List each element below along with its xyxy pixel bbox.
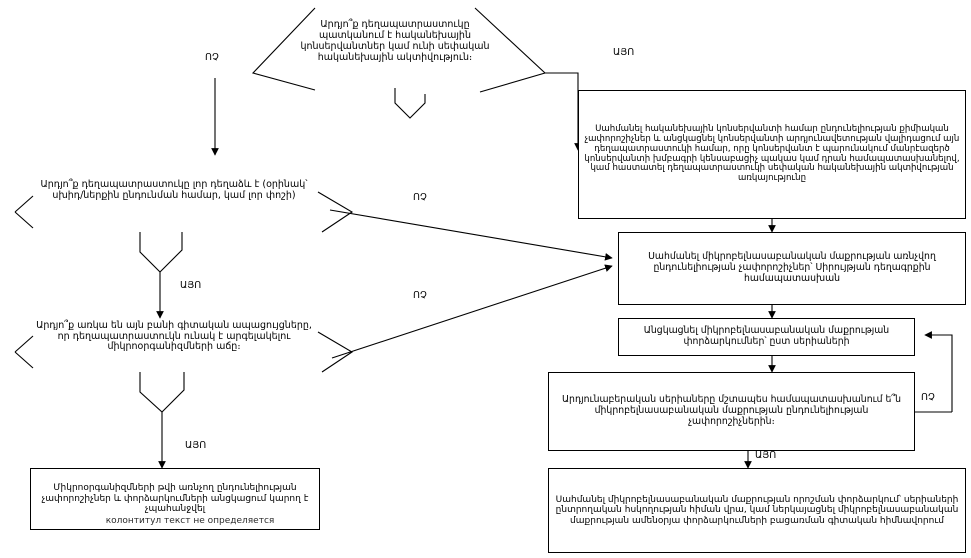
edge-label-no-4: ՈՉ xyxy=(921,392,935,403)
decision1-left-edge xyxy=(251,7,316,91)
decision1-bottom-vee xyxy=(394,88,426,119)
edge-label-no-3-text: ՈՉ xyxy=(413,290,427,301)
edge-yes-1 xyxy=(545,72,582,151)
edge-label-no-2-text: ՈՉ xyxy=(413,192,427,203)
decision3-text: Արդյո՞ք առկա են այն բանի գիտական ապացույ… xyxy=(36,319,312,353)
edge-label-yes-2-text: ԱՅՈ xyxy=(180,280,202,291)
process-box-microbiological-purity-criteria: Սահմանել միկրոբելնասաբանական մաքրության … xyxy=(618,232,966,305)
edge-label-no-1-text: ՈՉ xyxy=(205,52,219,63)
box5-text: Սահմանել միկրոբելնասաբանական մաքրության … xyxy=(555,494,959,526)
edge-label-no-3: ՈՉ xyxy=(413,290,427,301)
edge-label-yes-3: ԱՅՈ xyxy=(185,440,206,451)
edge-label-yes-1-text: ԱՅՈ xyxy=(613,47,635,58)
decision2-left-tip-a xyxy=(14,195,34,213)
decision2-text: Արդյո՞ք դեղապատրաստուկը լոր դեղաձև է (օր… xyxy=(40,179,308,201)
decision2-left-tip-b xyxy=(14,211,34,229)
decision3-right-tip xyxy=(317,331,354,373)
edge-label-yes-2: ԱՅՈ xyxy=(180,280,201,291)
decision-node-antimicrobial-preservative: Արդյո՞ք դեղապատրաստուկը պատկանում է հակա… xyxy=(290,6,500,78)
process-box-batch-testing: Անցկացնել միկրոբելնասաբանական մաքրության… xyxy=(618,318,915,356)
decision1-text: Արդյո՞ք դեղապատրաստուկը պատկանում է հակա… xyxy=(300,19,490,63)
edge-label-no-1: ՈՉ xyxy=(205,52,219,63)
process-box-skip-testing: Սահմանել միկրոբելնասաբանական մաքրության … xyxy=(548,468,966,553)
edge-label-yes-1: ԱՅՈ xyxy=(613,47,634,58)
decision3-left-tip-a xyxy=(14,335,34,353)
decision3-bottom-vee xyxy=(139,372,185,413)
box4-text: Արդյունաբերական սերիաները մշտապես համապա… xyxy=(561,394,902,427)
edge-label-no-4-text: ՈՉ xyxy=(921,392,935,403)
edge-no-3 xyxy=(331,264,613,359)
box2-text: Սահմանել միկրոբելնասաբանական մաքրության … xyxy=(648,251,936,284)
edge-no-2 xyxy=(329,209,613,261)
edge-label-yes-4-text: ԱՅՈ xyxy=(755,450,777,461)
process-box-preservative-criteria: Սահմանել հականեխային կոնսերվանտի համար ը… xyxy=(578,90,966,219)
decision-node-scientific-evidence: Արդյո՞ք առկա են այն բանի գիտական ապացույ… xyxy=(30,306,318,368)
artifact-footer-text: колонтитул текст не определяется xyxy=(62,516,318,526)
decision2-right-tip xyxy=(317,191,354,233)
decision3-left-tip-b xyxy=(14,351,34,369)
artifact-text: колонтитул текст не определяется xyxy=(105,516,275,526)
box1-text: Սահմանել հականեխային կոնսերվանտի համար ը… xyxy=(584,123,960,184)
edge-label-yes-4: ԱՅՈ xyxy=(755,450,776,461)
box6-text: Միկրոօրգանիզմների թվի առնչող ընդունելիու… xyxy=(41,483,309,515)
process-box-no-criteria-required: Միկրոօրգանիզմների թվի առնչող ընդունելիու… xyxy=(30,468,320,530)
edge-label-no-2: ՈՉ xyxy=(413,192,427,203)
decision2-bottom-vee xyxy=(139,232,183,273)
box3-text: Անցկացնել միկրոբելնասաբանական մաքրության… xyxy=(643,325,890,347)
edge-label-yes-3-text: ԱՅՈ xyxy=(185,440,207,451)
decision-box-batch-compliance: Արդյունաբերական սերիաները մշտապես համապա… xyxy=(548,372,915,451)
decision-node-dry-dosage-form: Արդյո՞ք դեղապատրաստուկը լոր դեղաձև է (օր… xyxy=(30,160,318,222)
edge-no-4 xyxy=(924,331,953,412)
